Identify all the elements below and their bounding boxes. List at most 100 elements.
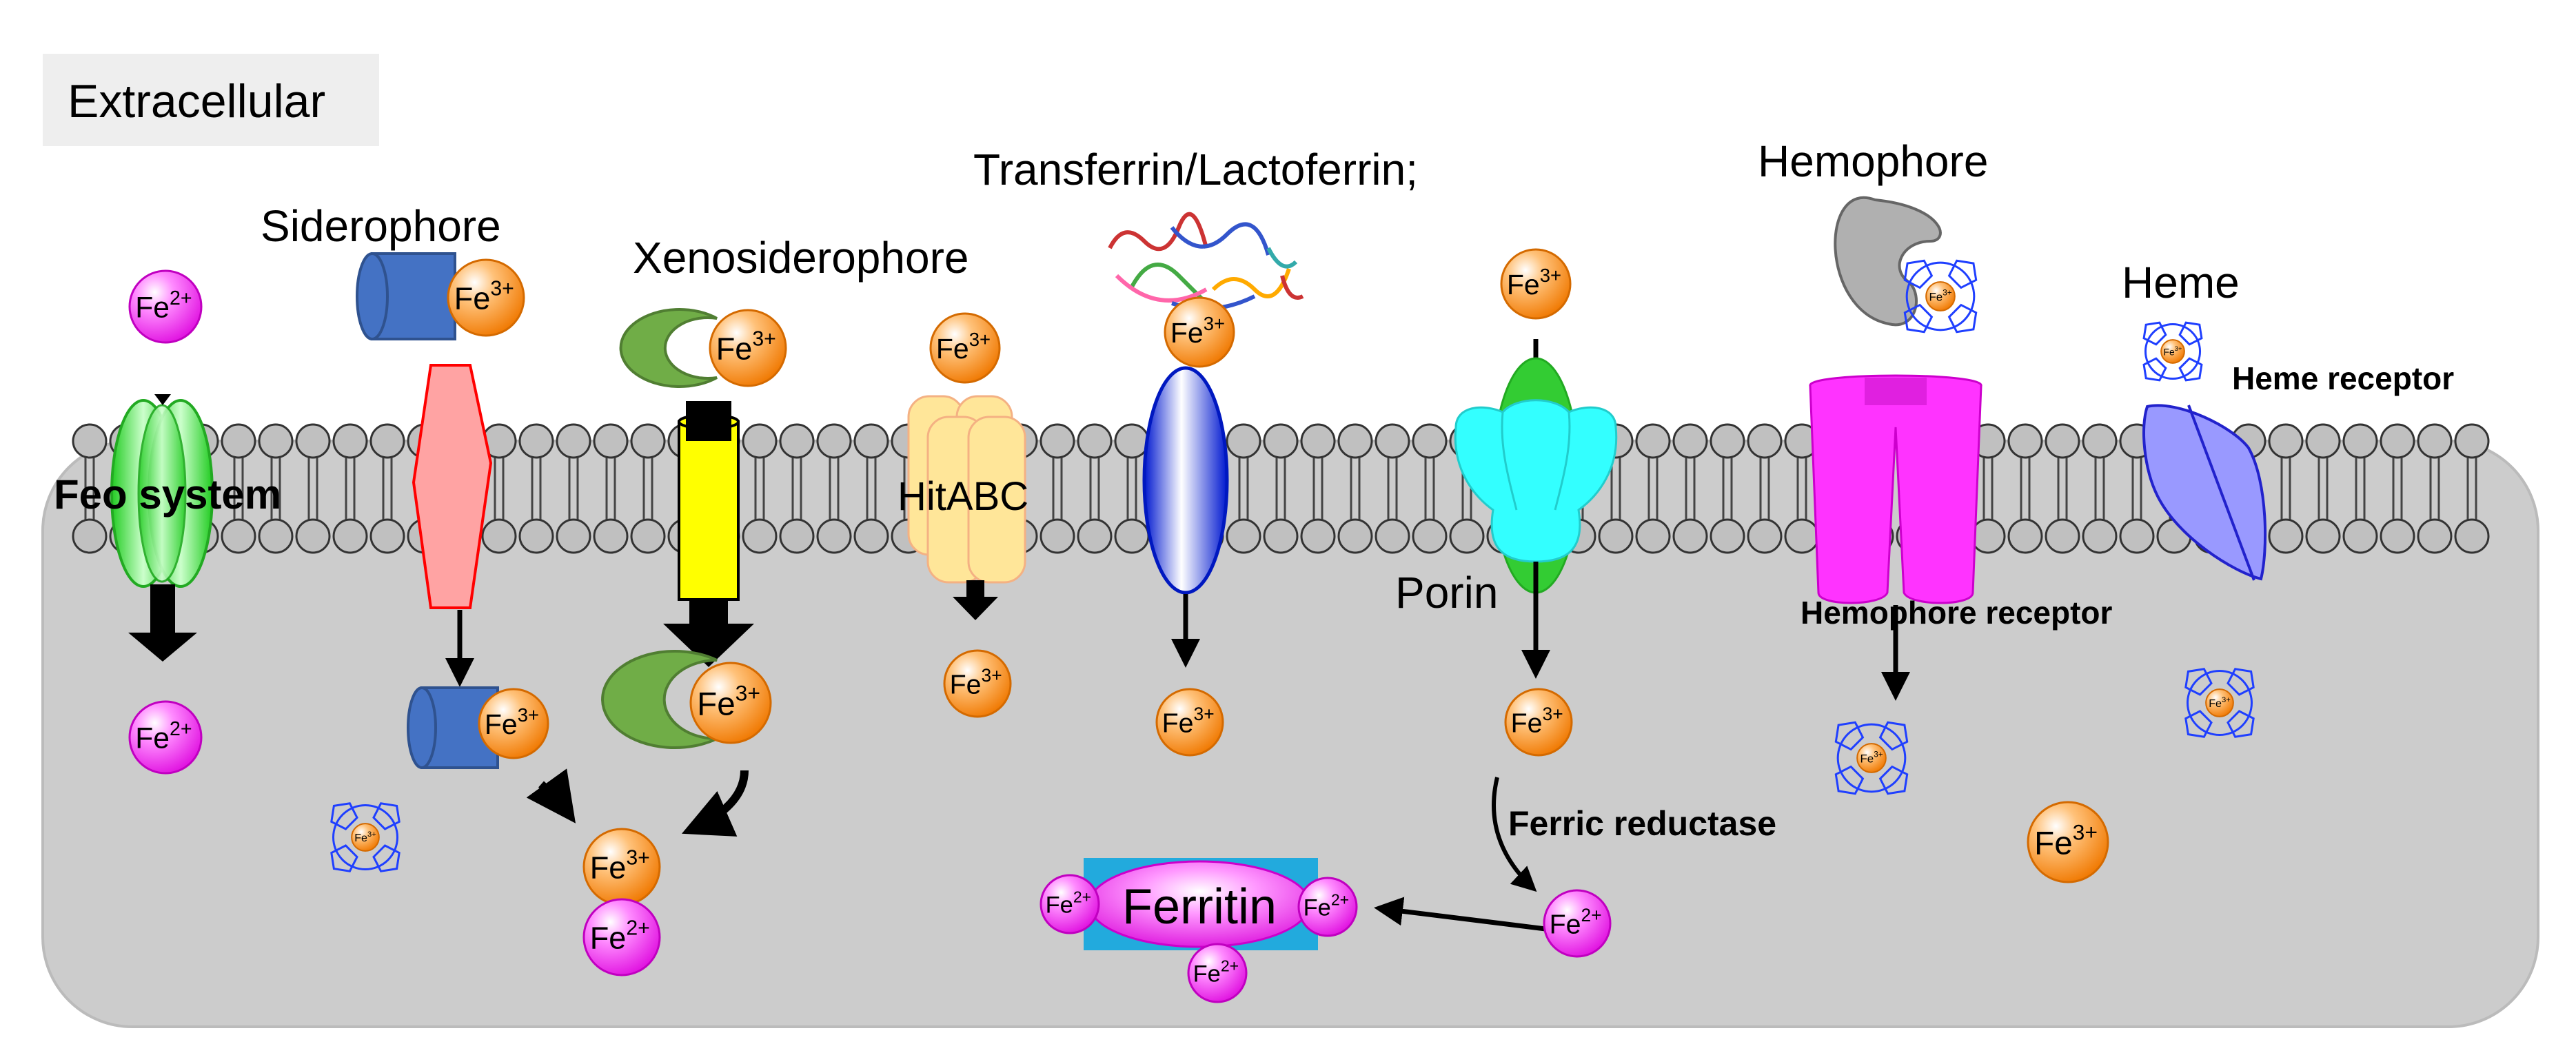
fe3-ion-siderophore-inside: Fe3+: [478, 688, 549, 759]
lipid-head: [295, 518, 331, 554]
xenosiderophore-cap-inside: [601, 650, 718, 749]
lipid-head: [779, 423, 815, 459]
lipid-head: [1710, 423, 1745, 459]
lipid-head: [369, 423, 405, 459]
feo-arrow: [128, 394, 197, 662]
lipid-head: [72, 518, 108, 554]
lipid-head: [1077, 518, 1113, 554]
lipid-head: [1263, 423, 1299, 459]
heme-receptor: [2142, 404, 2267, 581]
fe3-ion-pool: Fe3+: [582, 828, 661, 906]
fe3-ion-transferrin-outside: Fe3+: [1164, 296, 1235, 368]
lipid-head: [2007, 518, 2043, 554]
heme-receptor-divider: [2187, 405, 2255, 581]
lipid-head: [481, 518, 517, 554]
lipid-head: [258, 518, 294, 554]
heme-group-hemophore: Fe3+: [1903, 259, 1978, 334]
fe2-ion-pool: Fe2+: [582, 898, 661, 976]
porin-label: Porin: [1395, 568, 1498, 617]
transferrin-receptor: [1142, 366, 1229, 595]
lipid-head: [853, 423, 889, 459]
hitabc-transporter: [907, 395, 1026, 584]
lipid-head: [369, 518, 405, 554]
xenosiderophore-label: Xenosiderophore: [633, 233, 968, 283]
lipid-head: [630, 518, 666, 554]
fe3-ion-hitabc-inside: Fe3+: [943, 649, 1012, 718]
lipid-head: [1039, 518, 1075, 554]
fe3-ion-porin-outside: Fe3+: [1500, 248, 1572, 320]
lipid-head: [1784, 518, 1820, 554]
fe2-ion-ferritin-right: Fe2+: [1297, 877, 1358, 937]
hemophore-protein: [1834, 196, 1942, 327]
region-label: Extracellular: [68, 75, 325, 127]
ferric-reductase-label: Ferric reductase: [1508, 804, 1776, 843]
fe2-ion-feo-inside: Fe2+: [128, 700, 203, 775]
lipid-head: [2417, 423, 2453, 459]
fe3-ion-porin-inside: Fe3+: [1504, 688, 1573, 757]
xenosiderophore-transporter: [663, 401, 754, 667]
lipid-head: [1039, 423, 1075, 459]
lipid-head: [2082, 423, 2118, 459]
fe3-ion-hitabc-outside: Fe3+: [929, 312, 1001, 384]
fe2-ion-extracellular: Fe2+: [128, 269, 203, 344]
lipid-head: [556, 423, 591, 459]
fe3-ion-xenosiderophore-inside: Fe3+: [689, 662, 772, 744]
ferric-reductase-arrow: [1492, 777, 1537, 892]
lipid-head: [1375, 518, 1410, 554]
xenosiderophore-curve-arrow: [682, 770, 749, 837]
lipid-head: [2380, 518, 2415, 554]
svg-text:Fe2+: Fe2+: [1550, 905, 1602, 939]
lipid-head: [2268, 423, 2304, 459]
lipid-head: [518, 423, 554, 459]
lipid-head: [72, 423, 108, 459]
feo-system-transporter: [110, 399, 214, 588]
svg-text:Fe3+: Fe3+: [697, 681, 760, 723]
siderophore-transporter: [412, 364, 493, 609]
lipid-head: [2342, 518, 2378, 554]
lipid-head: [1412, 423, 1448, 459]
lipid-head: [221, 518, 256, 554]
lipid-head: [518, 518, 554, 554]
lipid-head: [1598, 518, 1634, 554]
porin-channel: [1454, 357, 1618, 594]
heme-label: Heme: [2122, 258, 2240, 307]
lipid-head: [2119, 518, 2155, 554]
lipid-head: [1077, 423, 1113, 459]
lipid-head: [2454, 423, 2490, 459]
xenosiderophore-cap-outside: [619, 308, 718, 388]
lipid-head: [1114, 423, 1150, 459]
lipid-head: [1300, 423, 1336, 459]
lipid-head: [2268, 518, 2304, 554]
lipid-head: [1337, 423, 1373, 459]
heme-group-receptor: Fe3+: [2142, 321, 2203, 382]
lipid-head: [332, 423, 368, 459]
lipid-head: [258, 423, 294, 459]
hitabc-arrow: [953, 580, 998, 620]
lipid-head: [1114, 518, 1150, 554]
fe3-ion-free: Fe3+: [2027, 801, 2109, 883]
lipid-head: [1635, 423, 1671, 459]
lipid-head: [630, 423, 666, 459]
lipid-head: [1672, 518, 1708, 554]
lipid-head: [2342, 423, 2378, 459]
fe2-ion-ferritin-bottom: Fe2+: [1187, 943, 1248, 1003]
fe2-ion-ferritin-left: Fe2+: [1039, 874, 1100, 934]
siderophore-curve-arrow: [526, 768, 576, 823]
lipid-head: [1747, 518, 1783, 554]
lipid-head: [2082, 518, 2118, 554]
lipid-head: [2380, 423, 2415, 459]
lipid-head: [816, 518, 852, 554]
lipid-head: [742, 423, 778, 459]
heme-group-cytoplasm: Fe3+: [330, 802, 400, 872]
lipid-head: [556, 518, 591, 554]
fe3-ion-siderophore-outside: Fe3+: [447, 258, 525, 337]
lipid-head: [1300, 518, 1336, 554]
lipid-head: [816, 423, 852, 459]
lipid-head: [2454, 518, 2490, 554]
lipid-head: [1226, 518, 1261, 554]
lipid-head: [2305, 518, 2341, 554]
heme-group-released: Fe3+: [1834, 721, 1909, 795]
lipid-head: [1672, 423, 1708, 459]
siderophore-label: Siderophore: [261, 201, 501, 251]
